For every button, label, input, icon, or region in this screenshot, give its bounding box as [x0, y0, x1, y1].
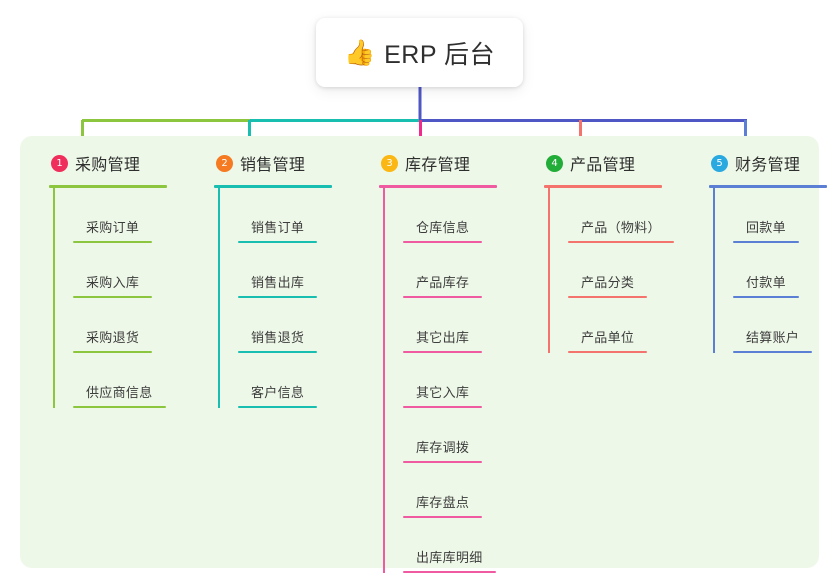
- leaf-node-inner: 产品库存: [403, 272, 483, 298]
- leaf-node-rule: [73, 296, 153, 298]
- column-header-rule: [709, 185, 827, 188]
- leaf-node-label: 供应商信息: [86, 385, 153, 400]
- leaf-node-rule: [403, 351, 483, 353]
- column-header-rule: [214, 185, 332, 188]
- leaf-node-inner: 采购退货: [73, 327, 153, 353]
- leaf-node-rule: [403, 406, 483, 408]
- leaf-node-label: 客户信息: [251, 385, 305, 400]
- column-title: 库存管理: [405, 157, 471, 174]
- leaf-node-label: 回款单: [746, 220, 786, 235]
- leaf-node-rule: [403, 516, 483, 518]
- column-spine: [218, 188, 220, 408]
- column-header[interactable]: 2 销售管理: [200, 150, 332, 176]
- leaf-node-label: 库存盘点: [416, 495, 470, 510]
- leaf-node-label: 采购退货: [86, 330, 140, 345]
- column-spine: [713, 188, 715, 353]
- leaf-node-label: 采购订单: [86, 220, 140, 235]
- leaf-node-rule: [73, 351, 153, 353]
- column-title: 销售管理: [240, 157, 306, 174]
- leaf-node-rule: [73, 241, 153, 243]
- column-header-rule: [544, 185, 662, 188]
- leaf-node-inner: 结算账户: [733, 327, 813, 353]
- leaf-node-label: 产品（物料）: [581, 220, 661, 235]
- column-4: 4 产品管理产品（物料） 产品分类产品单位: [530, 150, 674, 353]
- leaf-node-rule: [73, 406, 166, 408]
- column-number-badge: 4: [546, 154, 563, 172]
- leaf-node-inner: 其它入库: [403, 382, 483, 408]
- leaf-node-label: 销售退货: [251, 330, 305, 345]
- leaf-node-label: 产品库存: [416, 275, 470, 290]
- leaf-node-rule: [238, 351, 318, 353]
- leaf-node-label: 销售订单: [251, 220, 305, 235]
- column-title: 采购管理: [75, 157, 141, 174]
- column-spine: [383, 188, 385, 573]
- leaf-node-label: 销售出库: [251, 275, 305, 290]
- column-header[interactable]: 1 采购管理: [35, 150, 167, 176]
- thumbs-up-icon: 👍: [343, 39, 376, 67]
- column-number-badge: 1: [51, 154, 68, 172]
- column-spine: [53, 188, 55, 408]
- leaf-node-inner: 库存盘点: [403, 492, 483, 518]
- leaf-node-inner: 采购入库: [73, 272, 153, 298]
- leaf-node-label: 产品分类: [581, 275, 635, 290]
- leaf-node-label: 出库库明细: [416, 550, 483, 565]
- leaf-node-inner: 产品（物料）: [568, 217, 674, 243]
- leaf-node-inner: 客户信息: [238, 382, 318, 408]
- leaf-node-inner: 出库库明细: [403, 547, 496, 573]
- leaf-node-inner: 其它出库: [403, 327, 483, 353]
- leaf-node-label: 其它入库: [416, 385, 470, 400]
- leaf-node-rule: [568, 351, 648, 353]
- leaf-node-label: 仓库信息: [416, 220, 470, 235]
- column-number-badge: 5: [711, 154, 728, 172]
- leaf-node-label: 产品单位: [581, 330, 635, 345]
- leaf-node-inner: 销售订单: [238, 217, 318, 243]
- leaf-node-rule: [568, 296, 648, 298]
- leaf-node-label: 结算账户: [746, 330, 800, 345]
- column-title: 财务管理: [735, 157, 801, 174]
- leaf-node-inner: 回款单: [733, 217, 799, 243]
- root-node-card[interactable]: 👍 ERP 后台: [316, 18, 523, 87]
- column-header[interactable]: 5 财务管理: [695, 150, 827, 176]
- root-node-title: ERP 后台: [384, 40, 496, 69]
- leaf-node-inner: 产品单位: [568, 327, 648, 353]
- leaf-node-inner: 仓库信息: [403, 217, 483, 243]
- leaf-node-inner: 采购订单: [73, 217, 153, 243]
- column-2: 2 销售管理销售订单销售出库销售退货客户信息: [200, 150, 332, 408]
- leaf-node-label: 其它出库: [416, 330, 470, 345]
- column-5: 5 财务管理回款单付款单结算账户: [695, 150, 827, 353]
- column-spine: [548, 188, 550, 353]
- leaf-node-rule: [733, 296, 799, 298]
- leaf-node-rule: [238, 406, 318, 408]
- leaf-node-label: 付款单: [746, 275, 786, 290]
- leaf-node-rule: [403, 571, 496, 573]
- leaf-node-inner: 供应商信息: [73, 382, 166, 408]
- column-3: 3 库存管理仓库信息产品库存其它出库其它入库库存调拨库存盘点出库库明细: [365, 150, 497, 573]
- leaf-node-inner: 付款单: [733, 272, 799, 298]
- leaf-node-rule: [238, 296, 318, 298]
- column-number-badge: 3: [381, 154, 398, 172]
- leaf-node-label: 库存调拨: [416, 440, 470, 455]
- column-header[interactable]: 3 库存管理: [365, 150, 497, 176]
- leaf-node-inner: 产品分类: [568, 272, 648, 298]
- column-title: 产品管理: [570, 157, 636, 174]
- leaf-node-rule: [733, 351, 813, 353]
- leaf-node-inner: 库存调拨: [403, 437, 483, 463]
- leaf-node-rule: [238, 241, 318, 243]
- column-header-rule: [49, 185, 167, 188]
- column-header-rule: [379, 185, 497, 188]
- leaf-node-rule: [733, 241, 799, 243]
- column-header[interactable]: 4 产品管理: [530, 150, 662, 176]
- column-number-badge: 2: [216, 154, 233, 172]
- leaf-node-rule: [403, 241, 483, 243]
- leaf-node-rule: [403, 296, 483, 298]
- leaf-node-rule: [568, 241, 674, 243]
- leaf-node-inner: 销售退货: [238, 327, 318, 353]
- leaf-node-inner: 销售出库: [238, 272, 318, 298]
- leaf-node-rule: [403, 461, 483, 463]
- leaf-node-label: 采购入库: [86, 275, 140, 290]
- column-1: 1 采购管理采购订单采购入库采购退货供应商信息: [35, 150, 167, 408]
